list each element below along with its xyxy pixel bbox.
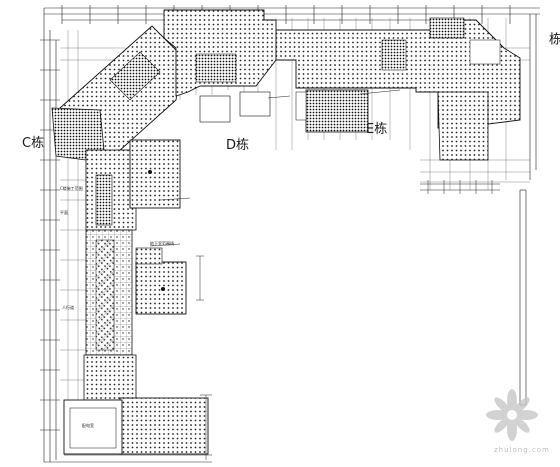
wing-e-tower — [429, 17, 465, 39]
bottom-block — [119, 397, 209, 455]
watermark-logo — [486, 389, 538, 441]
wing-e-room — [295, 91, 307, 121]
wing-e-stair — [381, 39, 407, 71]
annotation-left-3: 平面 — [60, 210, 68, 215]
dimension-strings — [196, 180, 500, 460]
building-label-c: C栋 — [22, 136, 45, 151]
side-block-mark — [161, 287, 165, 291]
wing-e-lower — [437, 91, 489, 161]
wing-d-inner — [195, 53, 237, 83]
wing-e-notch — [469, 39, 501, 65]
annotation-bottom-box: 配电室 — [82, 423, 94, 428]
annotation-left-2: 人行道 — [62, 305, 74, 310]
side-block — [135, 261, 187, 315]
wing-d — [163, 9, 277, 97]
annotation-left-1: C楼施工范围 — [60, 186, 83, 191]
side-block-top — [135, 247, 163, 265]
leader-lines — [149, 89, 401, 247]
bottom-annex — [63, 399, 123, 455]
building-label-top-right: 栋 — [546, 32, 560, 45]
wing-d-room-2 — [239, 91, 271, 117]
wing-e-shaded-room — [305, 89, 369, 133]
central-block-mark — [148, 170, 152, 174]
stair-block — [95, 174, 113, 226]
building-label-e: E栋 — [366, 122, 388, 137]
wing-d-room — [199, 95, 231, 123]
bottom-annex-inner — [69, 407, 117, 449]
corridor-strip — [95, 239, 115, 351]
watermark-text: zhulong.com — [494, 446, 550, 454]
wing-c-diagonal-core — [109, 51, 161, 101]
annotation-mid: 地下室范围线 — [150, 241, 174, 246]
building-label-d: D栋 — [226, 138, 250, 153]
wing-vertical-lower — [83, 354, 137, 401]
central-block — [129, 139, 181, 209]
